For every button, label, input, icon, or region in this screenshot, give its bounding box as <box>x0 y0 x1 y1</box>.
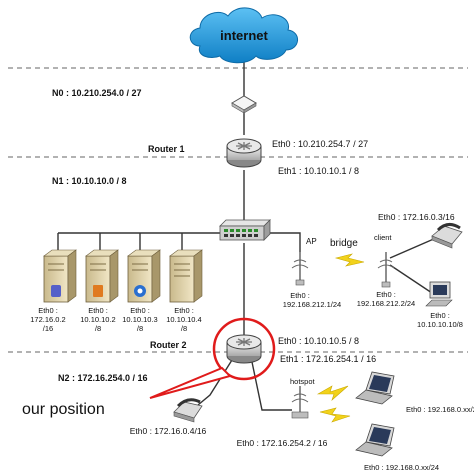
network-n0-label: N0 : 10.210.254.0 / 27 <box>52 88 142 98</box>
laptop1-eth0: Eth0 : 192.168.0.xx/24 <box>406 405 474 414</box>
phone-bottom-eth0: Eth0 : 172.16.0.4/16 <box>130 426 207 436</box>
network-separators <box>8 67 468 353</box>
bolt-hotspot-laptop2-icon <box>319 407 351 423</box>
server-2 <box>85 249 119 303</box>
highlight-circle <box>212 317 276 381</box>
server-icon <box>169 255 195 303</box>
bolt-hotspot-laptop1-icon <box>316 385 349 401</box>
router2-eth0: Eth0 : 10.10.10.5 / 8 <box>278 336 359 346</box>
workstation-eth0: Eth0 : <box>430 311 450 320</box>
access-point <box>291 252 309 286</box>
server3-eth0: Eth0 : <box>130 306 150 315</box>
ap-label: AP <box>306 237 317 246</box>
link-client-phone <box>389 237 437 259</box>
server3-mask: /8 <box>137 324 143 333</box>
position-highlight <box>149 317 276 399</box>
ap-ip: 192.168.212.1/24 <box>283 300 341 309</box>
server-4 <box>169 249 203 303</box>
wireless-signals <box>316 253 365 423</box>
laptop-2 <box>355 423 395 457</box>
pointer-callout <box>149 366 232 399</box>
server-labels: Eth0 : 172.16.0.2 /16 Eth0 : 10.10.10.2 … <box>30 306 201 333</box>
server-1 <box>43 249 77 303</box>
cloud-label: internet <box>220 28 268 43</box>
ip-phone-top <box>431 223 463 249</box>
antenna-icon <box>377 259 395 269</box>
switch <box>219 219 271 241</box>
server2-ip: 10.10.10.2 <box>80 315 115 324</box>
server4-mask: /8 <box>181 324 187 333</box>
hotspot-label: hotspot <box>290 377 316 386</box>
router2-name: Router 2 <box>150 340 187 350</box>
client-label: client <box>374 233 392 242</box>
server3-ip: 10.10.10.3 <box>122 315 157 324</box>
router-1 <box>226 138 262 168</box>
antenna-icon <box>291 259 309 269</box>
workstation <box>425 281 453 307</box>
laptop2-eth0: Eth0 : 192.168.0.xx/24 <box>364 463 439 472</box>
router2-eth1: Eth1 : 172.16.254.1 / 16 <box>280 354 376 364</box>
network-n2-label: N2 : 172.16.254.0 / 16 <box>58 373 148 383</box>
labels: N0 : 10.210.254.0 / 27 N1 : 10.10.10.0 /… <box>22 88 474 472</box>
ip-phone-bottom <box>173 398 203 423</box>
router-2 <box>226 334 262 364</box>
server2-eth0: Eth0 : <box>88 306 108 315</box>
server1-eth0: Eth0 : <box>38 306 58 315</box>
servers <box>43 249 203 303</box>
client-eth0: Eth0 : <box>376 290 396 299</box>
antenna-icon <box>291 393 309 403</box>
hotspot <box>291 386 309 419</box>
server1-ip: 172.16.0.2 <box>30 315 65 324</box>
server4-eth0: Eth0 : <box>174 306 194 315</box>
hotspot-eth0: Eth0 : 172.16.254.2 / 16 <box>237 438 328 448</box>
server-3 <box>127 249 161 303</box>
link-client-workstation <box>389 264 433 294</box>
bridge-label: bridge <box>330 238 358 249</box>
router1-eth0: Eth0 : 10.210.254.7 / 27 <box>272 139 368 149</box>
switch-icon <box>219 225 265 241</box>
client-device <box>377 252 395 288</box>
internet-cloud: internet <box>189 7 298 64</box>
server1-mask: /16 <box>43 324 53 333</box>
server4-ip: 10.10.10.4 <box>166 315 201 324</box>
network-n1-label: N1 : 10.10.10.0 / 8 <box>52 176 127 186</box>
laptop-1 <box>355 371 395 405</box>
router1-eth1: Eth1 : 10.10.10.1 / 8 <box>278 166 359 176</box>
ap-eth0: Eth0 : <box>290 291 310 300</box>
link-switch-ap <box>266 232 301 252</box>
workstation-ip: 10.10.10.10/8 <box>417 320 463 329</box>
modem <box>231 95 257 114</box>
cloud-icon <box>189 7 298 64</box>
server2-mask: /8 <box>95 324 101 333</box>
phone-top-eth0: Eth0 : 172.16.0.3/16 <box>378 212 455 222</box>
link-router2-hotspot <box>251 361 292 411</box>
router1-name: Router 1 <box>148 144 185 154</box>
client-ip: 192.168.212.2/24 <box>357 299 415 308</box>
bolt-ap-client-icon <box>334 253 365 267</box>
our-position-annotation: our position <box>22 401 105 418</box>
